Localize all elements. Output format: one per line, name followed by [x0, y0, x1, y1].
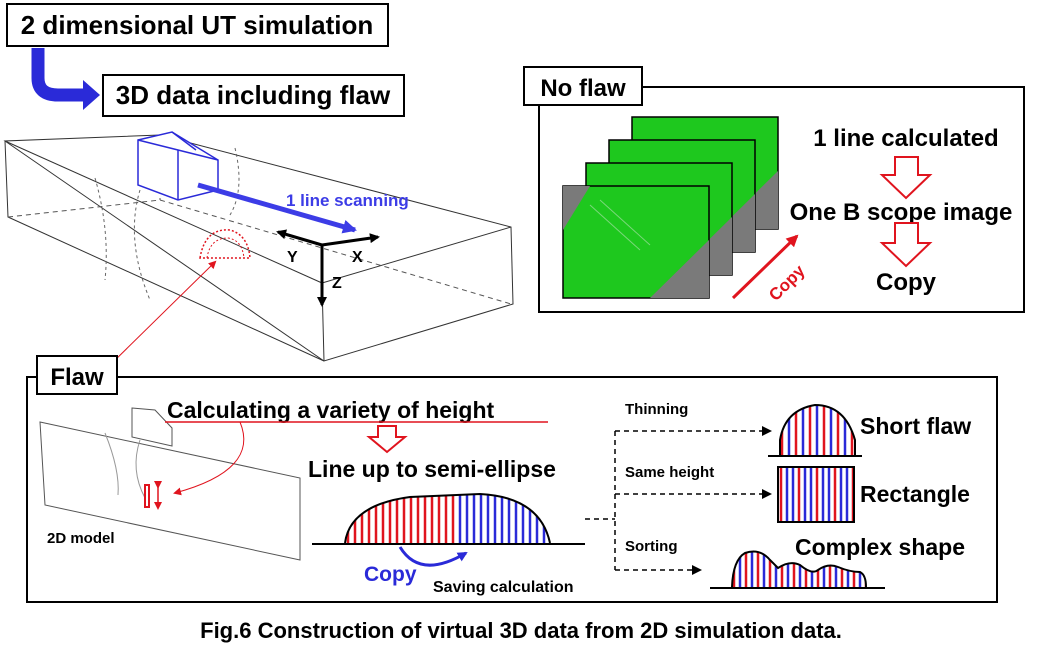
result-short-flaw: Short flaw — [860, 413, 971, 439]
model-2d-label: 2D model — [47, 530, 115, 547]
copy-label: Copy — [364, 563, 417, 586]
down-arrow-icon-1 — [879, 156, 933, 200]
down-arrow-icon-2 — [879, 222, 933, 268]
flaw-3d-icon — [199, 229, 251, 259]
flaw-title-box: Flaw — [36, 355, 118, 395]
copy-curve-arrow — [398, 546, 468, 567]
no-flaw-step3: Copy — [876, 269, 937, 296]
flaw-title: Flaw — [50, 364, 104, 391]
title-box: 2 dimensional UT simulation — [6, 3, 389, 47]
flaw-link-line — [107, 260, 217, 368]
down-arrow-icon-3 — [366, 425, 408, 454]
axis-z-label: Z — [332, 275, 342, 292]
model-2d-icon — [39, 407, 301, 561]
figure-caption: Fig.6 Construction of virtual 3D data fr… — [200, 618, 842, 643]
rectangle-flaw-shape — [777, 466, 855, 523]
branch-label-same-height: Same height — [625, 464, 714, 481]
no-flaw-step2: One B scope image — [790, 199, 1013, 226]
branch-label-sorting: Sorting — [625, 538, 678, 555]
lineup-label: Line up to semi-ellipse — [308, 456, 556, 482]
saving-label: Saving calculation — [433, 579, 573, 596]
axis-x-label: X — [352, 249, 363, 266]
result-rectangle: Rectangle — [860, 481, 970, 507]
subtitle-box: 3D data including flaw — [102, 74, 405, 117]
axis-triad — [276, 229, 380, 307]
no-flaw-step1: 1 line calculated — [813, 125, 998, 152]
probe-icon — [137, 131, 219, 201]
subtitle-text: 3D data including flaw — [116, 80, 391, 110]
flow-arrow-icon — [31, 48, 100, 110]
scan-arrow — [197, 182, 357, 234]
branch-label-thinning: Thinning — [625, 401, 688, 418]
calc-link-line — [173, 421, 245, 496]
result-complex-shape: Complex shape — [795, 534, 965, 560]
scan-label: 1 line scanning — [286, 191, 409, 210]
axis-y-label: Y — [287, 249, 298, 266]
title-text: 2 dimensional UT simulation — [21, 10, 374, 40]
no-flaw-title-box: No flaw — [523, 66, 643, 106]
bscope-stack — [562, 116, 779, 299]
branch-connectors — [585, 426, 772, 575]
copy-arrow — [731, 234, 799, 300]
calc-label: Calculating a variety of height — [167, 397, 495, 423]
specimen-3d-block — [3, 134, 514, 362]
no-flaw-title: No flaw — [540, 75, 626, 102]
